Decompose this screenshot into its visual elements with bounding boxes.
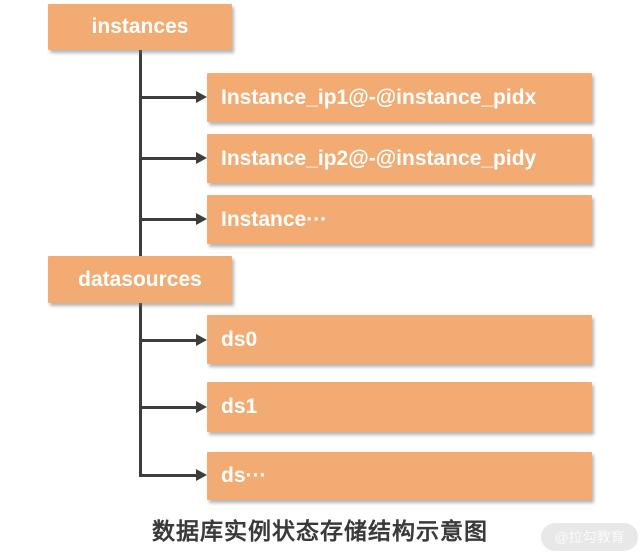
- watermark-badge: @拉勾教育: [541, 523, 638, 551]
- branch-line: [139, 474, 198, 477]
- branch-line: [139, 406, 198, 409]
- node-ds-ellipsis: ds···: [207, 452, 592, 500]
- node-label: ds0: [221, 327, 258, 351]
- arrow-right-icon: [196, 152, 207, 164]
- branch-line: [139, 96, 198, 99]
- datasources-trunk-line: [139, 303, 142, 477]
- node-label: ds···: [221, 464, 267, 487]
- node-ds0: ds0: [207, 315, 592, 364]
- node-label: Instance_ip2@-@instance_pidy: [221, 146, 537, 170]
- arrow-right-icon: [196, 213, 207, 225]
- node-instance-ip1: Instance_ip1@-@instance_pidx: [207, 73, 592, 122]
- diagram-caption: 数据库实例状态存储结构示意图: [152, 518, 488, 544]
- arrow-right-icon: [196, 334, 207, 346]
- node-instance-ellipsis: Instance···: [207, 195, 592, 244]
- node-datasources: datasources: [48, 256, 232, 303]
- arrow-right-icon: [196, 469, 207, 481]
- arrow-right-icon: [196, 401, 207, 413]
- node-label: datasources: [78, 267, 202, 291]
- node-label: Instance···: [221, 207, 328, 231]
- node-instances: instances: [48, 4, 232, 50]
- node-ds1: ds1: [207, 382, 592, 432]
- node-label: ds1: [221, 395, 258, 418]
- arrow-right-icon: [196, 91, 207, 103]
- instances-trunk-line: [139, 50, 142, 256]
- branch-line: [139, 339, 198, 342]
- node-instance-ip2: Instance_ip2@-@instance_pidy: [207, 134, 592, 183]
- branch-line: [139, 157, 198, 160]
- branch-line: [139, 218, 198, 221]
- node-label: Instance_ip1@-@instance_pidx: [221, 85, 537, 109]
- node-label: instances: [91, 15, 189, 38]
